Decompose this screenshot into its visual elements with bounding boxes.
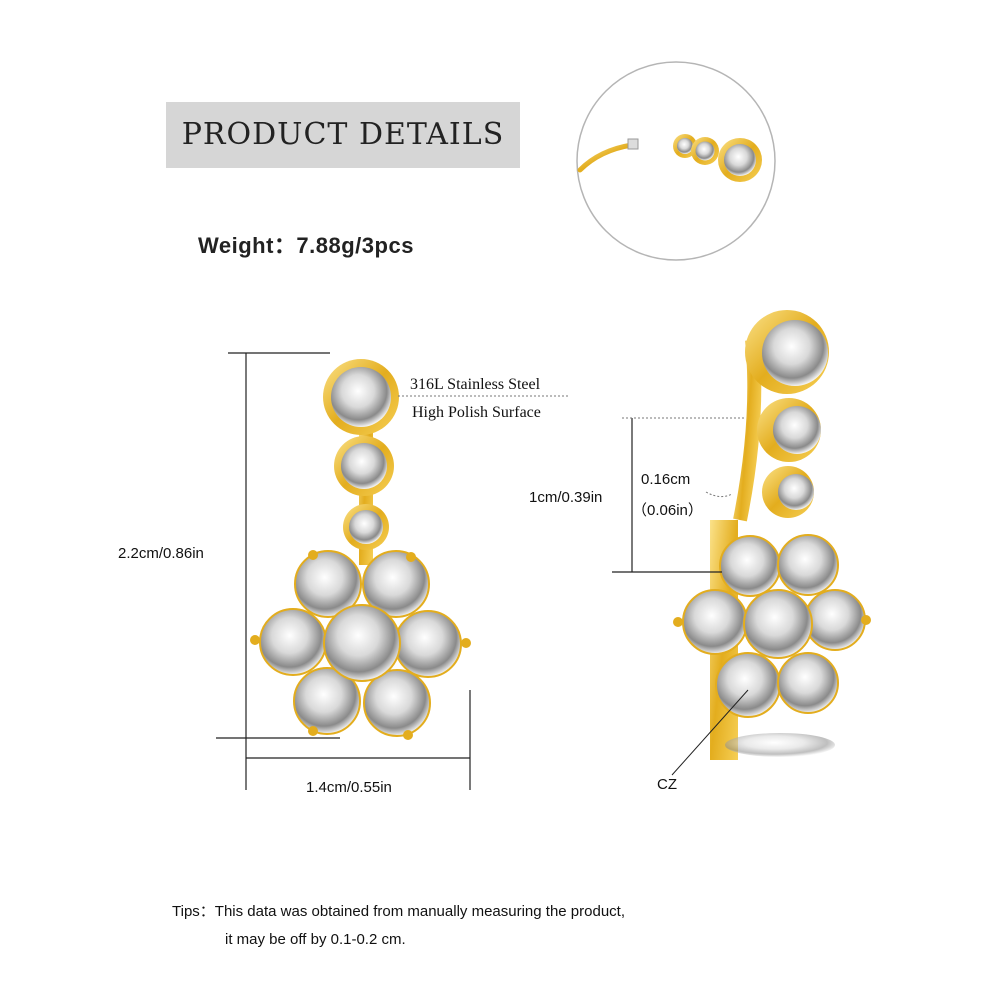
material-label: 316L Stainless Steel <box>410 376 541 393</box>
thickness-in-label: （0.06in） <box>632 502 703 519</box>
dimension-lines-front <box>216 352 471 790</box>
dimension-lines-side <box>612 418 722 573</box>
bar-length-label: 1cm/0.39in <box>529 489 603 506</box>
jewelry-front-image <box>250 359 471 740</box>
jewelry-side-image <box>673 310 871 760</box>
tips-line-1: Tips：This data was obtained from manuall… <box>172 903 625 920</box>
stone-label: CZ <box>657 776 677 793</box>
cz-leader-line <box>671 689 749 776</box>
weight-label: Weight：7.88g/3pcs <box>198 233 414 258</box>
bar-top-leader <box>622 417 745 498</box>
width-dimension-label: 1.4cm/0.55in <box>306 779 392 796</box>
finish-label: High Polish Surface <box>412 404 541 421</box>
title-banner <box>166 102 520 168</box>
detail-zoom-image <box>576 61 776 261</box>
height-dimension-label: 2.2cm/0.86in <box>118 545 204 562</box>
tips-line-2: it may be off by 0.1-0.2 cm. <box>225 931 406 948</box>
thickness-cm-label: 0.16cm <box>641 471 691 488</box>
page-title: PRODUCT DETAILS <box>181 117 505 152</box>
